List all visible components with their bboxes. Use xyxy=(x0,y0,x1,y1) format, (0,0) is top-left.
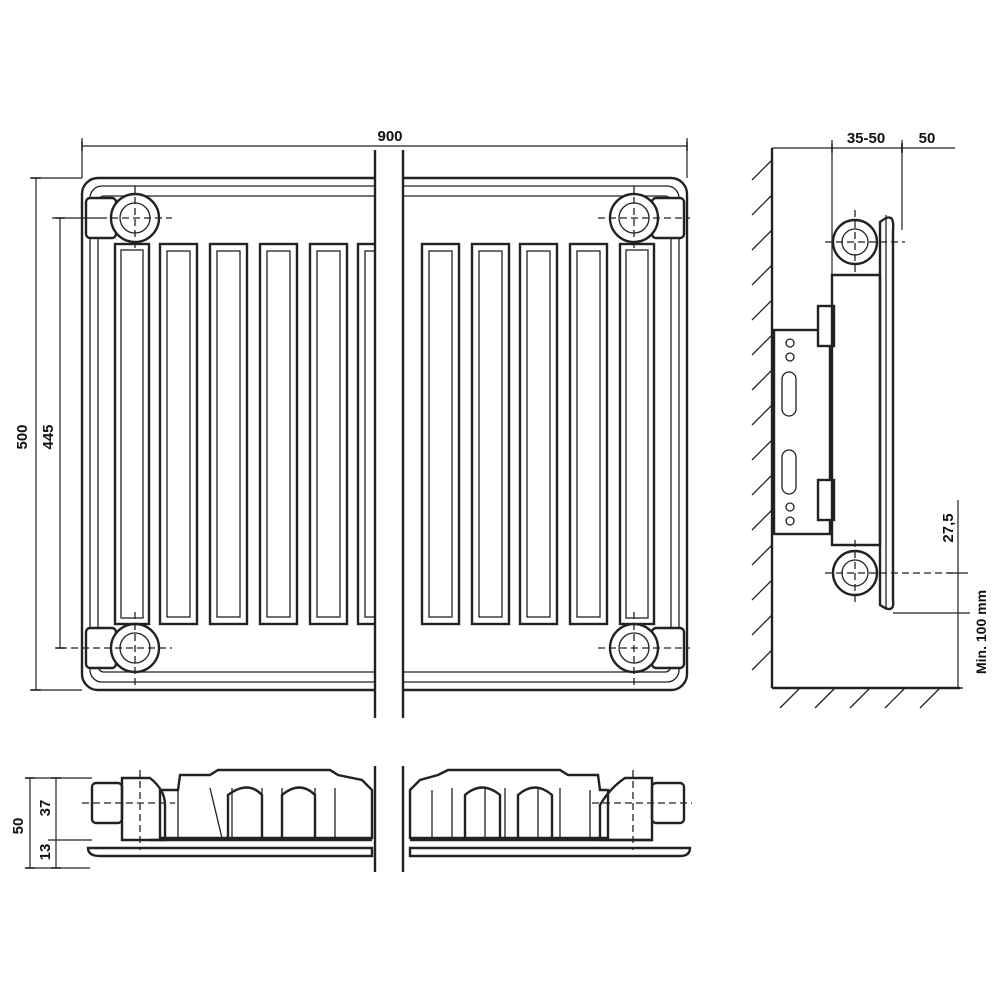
top-view-left xyxy=(82,768,374,858)
fin xyxy=(258,242,299,626)
lower-depth-label: 13 xyxy=(37,844,54,861)
depth-label: 50 xyxy=(919,130,936,147)
fin xyxy=(308,242,349,626)
fin xyxy=(518,242,559,626)
upper-depth-label: 37 xyxy=(37,800,54,817)
height-label: 500 xyxy=(14,424,31,449)
dimension-floor-clearance: 27,5 Min. 100 mm xyxy=(893,500,989,689)
side-view: 35-50 50 27,5 Min. 100 mm xyxy=(751,130,989,709)
dimension-width: 900 xyxy=(81,128,688,178)
total-depth-label: 50 xyxy=(10,818,27,835)
wall-distance-label: 35-50 xyxy=(847,130,885,147)
dimension-connection-distance: 445 xyxy=(40,217,100,649)
wall-bracket xyxy=(772,304,836,536)
corner-connections xyxy=(60,186,690,690)
front-view: 900 500 445 xyxy=(14,128,690,720)
top-view: 50 37 13 xyxy=(10,766,692,872)
break-gap xyxy=(375,150,403,720)
connection-distance-label: 445 xyxy=(40,424,57,449)
wall-hatch xyxy=(751,148,960,709)
fin xyxy=(208,242,249,626)
dimension-height: 500 xyxy=(14,177,82,691)
fin xyxy=(568,242,609,626)
fin xyxy=(113,242,151,626)
dimension-top-view-depth: 50 37 13 xyxy=(10,777,92,869)
fin xyxy=(158,242,199,626)
fin xyxy=(420,242,461,626)
width-label: 900 xyxy=(377,128,402,145)
floor-clearance-label: Min. 100 mm xyxy=(973,590,989,674)
fin xyxy=(618,242,656,626)
connection-top-right xyxy=(598,186,690,252)
offset-label: 27,5 xyxy=(940,513,957,542)
radiator-side-body xyxy=(825,210,955,611)
top-view-right xyxy=(408,768,692,858)
connection-bottom-left xyxy=(60,612,172,690)
connection-bottom-right xyxy=(598,612,690,690)
connection-top-left xyxy=(100,186,172,252)
dimension-wall-distance: 35-50 50 xyxy=(772,130,955,275)
fin xyxy=(470,242,511,626)
